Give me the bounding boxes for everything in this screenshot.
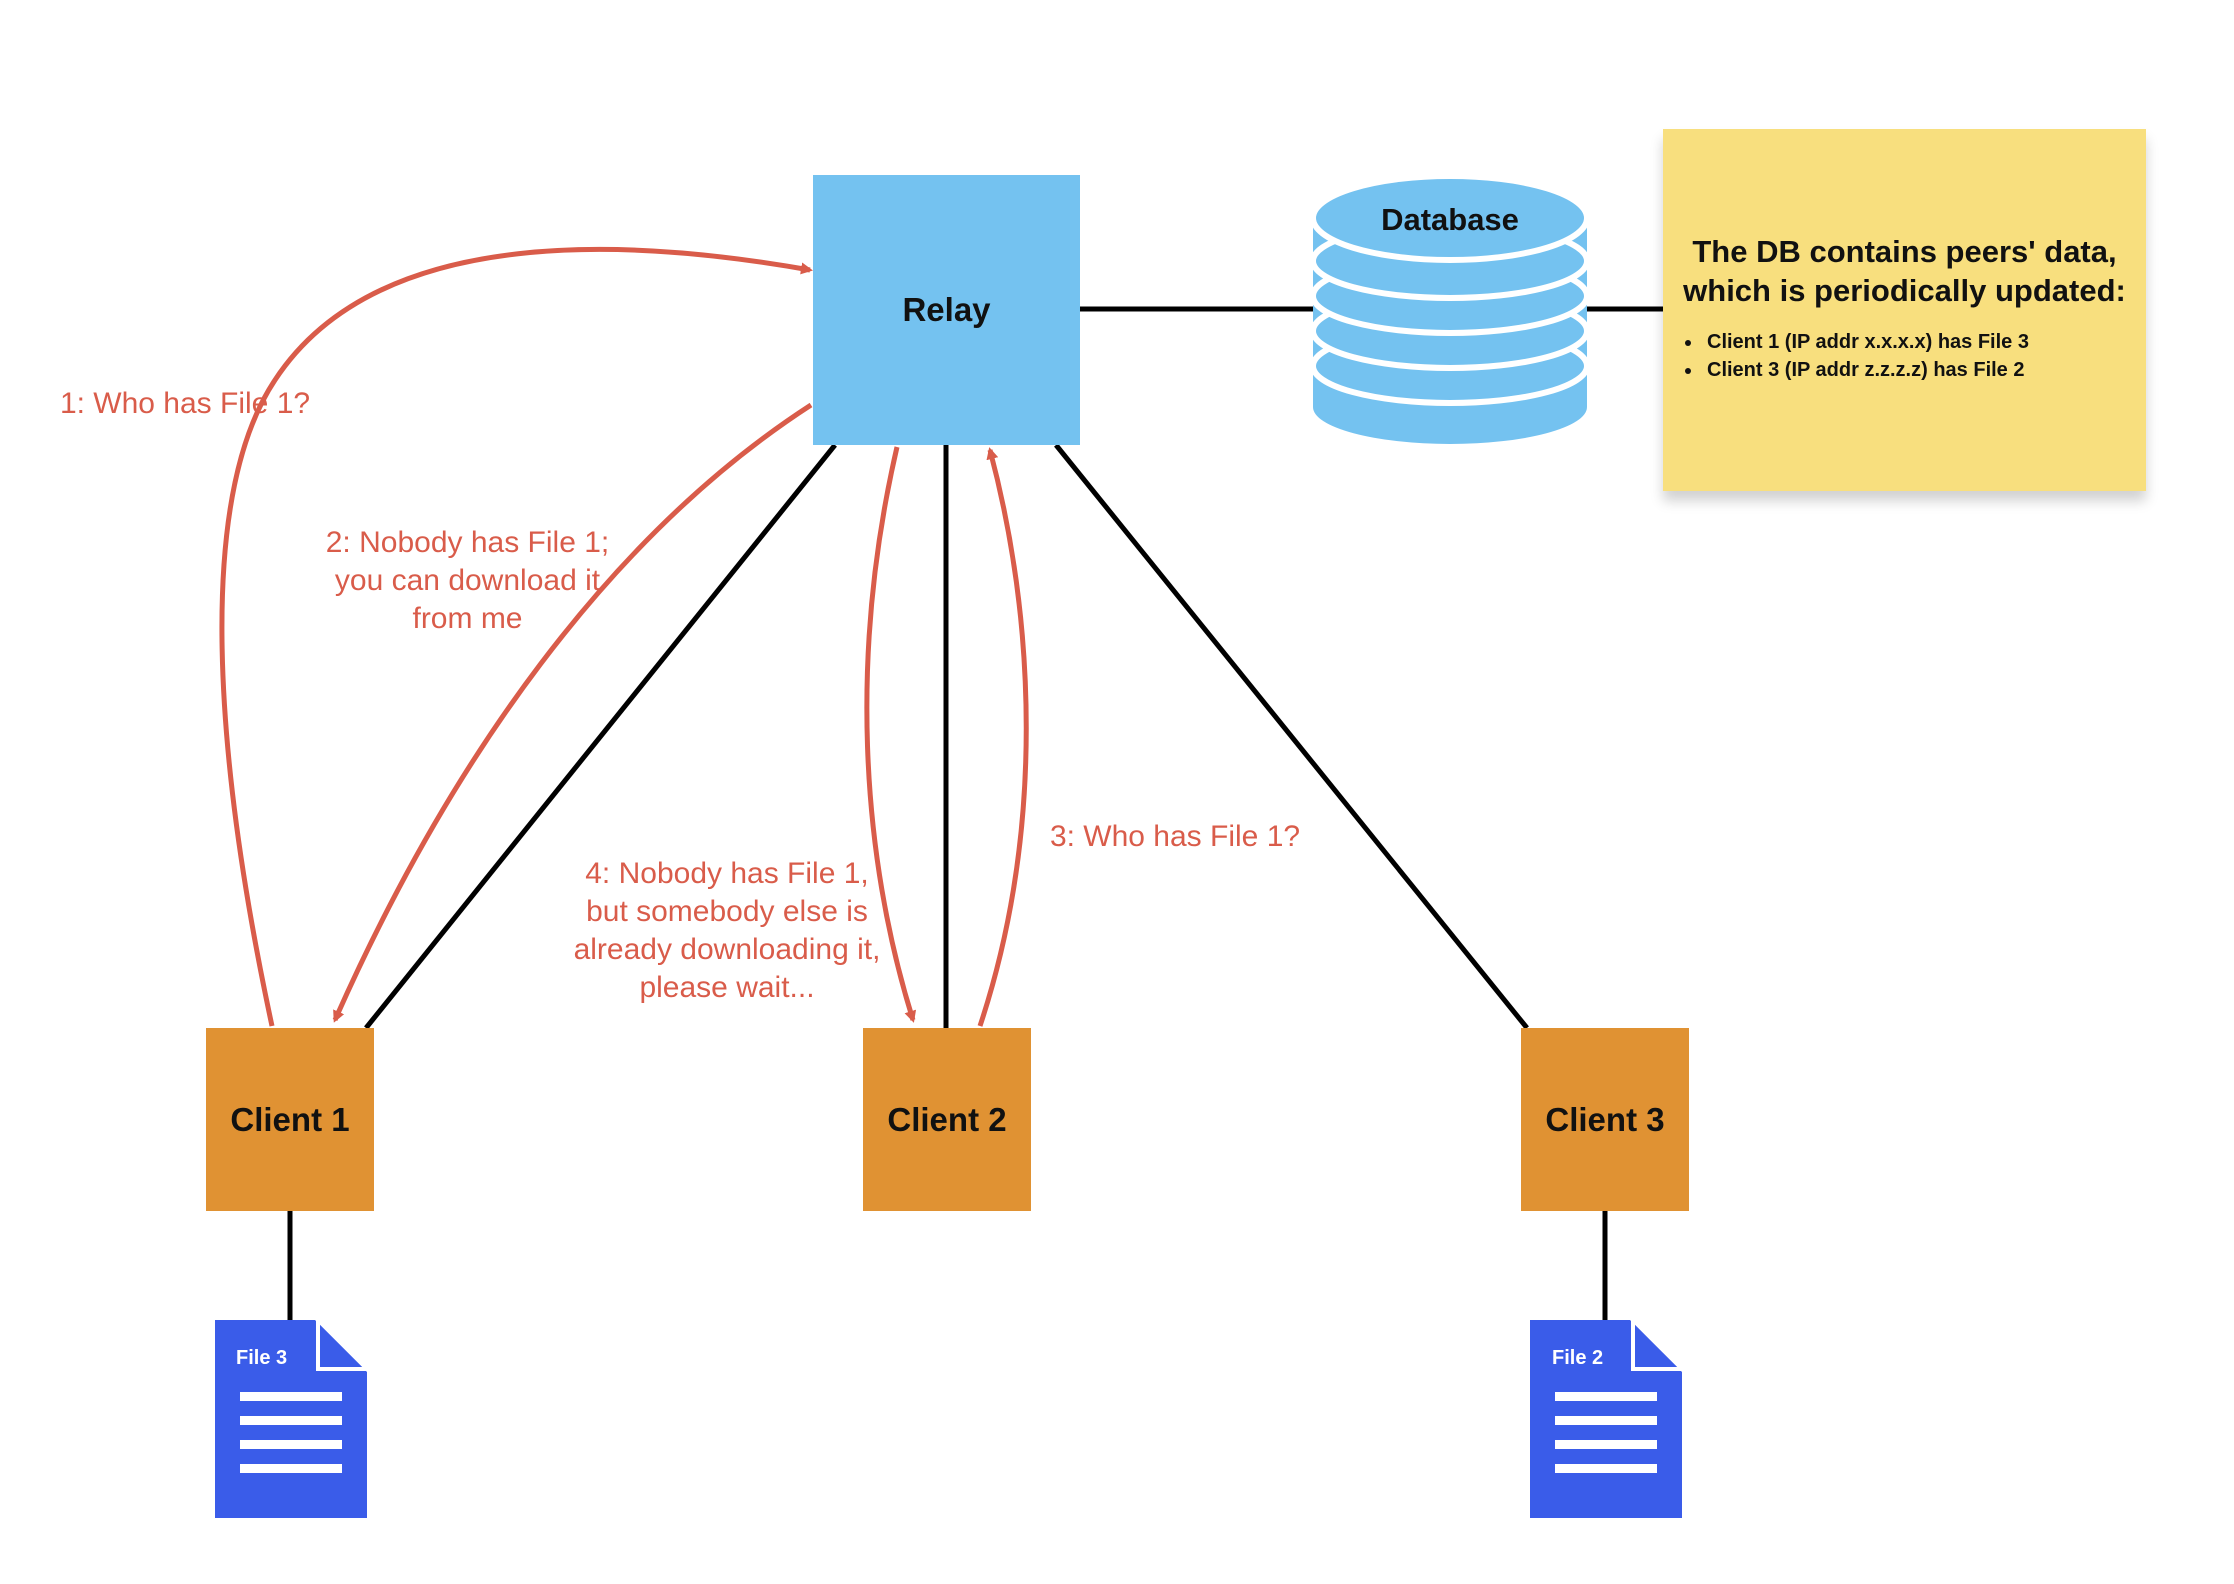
arrow-message-4 [864, 446, 917, 1023]
file-2-icon [1530, 1315, 1687, 1518]
note-list-item: Client 1 (IP addr x.x.x.x) has File 3 [1703, 328, 2128, 356]
note-list: Client 1 (IP addr x.x.x.x) has File 3 Cl… [1681, 328, 2128, 384]
message-2-label: 2: Nobody has File 1; you can download i… [295, 524, 640, 638]
message-3-label: 3: Who has File 1? [1025, 818, 1325, 856]
sticky-note[interactable]: The DB contains peers' data, which is pe… [1663, 129, 2146, 491]
client-2-node[interactable]: Client 2 [863, 1028, 1031, 1211]
link-relay-client1 [364, 443, 837, 1030]
message-2-line-2: you can download it [334, 564, 601, 597]
relay-node[interactable]: Relay [813, 175, 1080, 445]
database-label: Database [1381, 202, 1519, 237]
file-3-icon [215, 1315, 372, 1518]
database-icon [1310, 173, 1590, 444]
message-1-label: 1: Who has File 1? [50, 385, 320, 423]
arrow-message-2 [332, 402, 813, 1023]
connection-links [287, 306, 1663, 1320]
note-heading-line-2: which is periodically updated: [1683, 273, 2126, 308]
client-1-label: Client 1 [230, 1100, 350, 1138]
arrow-message-3 [977, 447, 1029, 1027]
client-1-node[interactable]: Client 1 [206, 1028, 374, 1211]
arrow-message-1 [219, 246, 813, 1027]
client-2-label: Client 2 [887, 1100, 1007, 1138]
client-3-label: Client 3 [1545, 1100, 1665, 1138]
message-arrows [219, 246, 1029, 1027]
note-heading-line-1: The DB contains peers' data, [1692, 234, 2117, 269]
message-2-line-3: from me [412, 602, 523, 635]
message-2-line-1: 2: Nobody has File 1; [325, 526, 610, 559]
client-3-node[interactable]: Client 3 [1521, 1028, 1689, 1211]
note-heading: The DB contains peers' data, which is pe… [1681, 232, 2128, 310]
message-4-line-4: please wait... [639, 971, 815, 1004]
message-4-line-1: 4: Nobody has File 1, [585, 857, 869, 890]
message-4-line-3: already downloading it, [573, 933, 881, 966]
message-1-text: 1: Who has File 1? [59, 387, 311, 420]
message-3-text: 3: Who has File 1? [1049, 820, 1301, 853]
message-4-label: 4: Nobody has File 1, but somebody else … [547, 855, 907, 1007]
file-2-label: File 2 [1552, 1347, 1604, 1369]
relay-label: Relay [902, 291, 991, 328]
note-list-item: Client 3 (IP addr z.z.z.z) has File 2 [1703, 356, 2128, 384]
file-3-label: File 3 [236, 1347, 288, 1369]
link-relay-client3 [1054, 443, 1529, 1030]
message-4-line-2: but somebody else is [586, 895, 868, 928]
